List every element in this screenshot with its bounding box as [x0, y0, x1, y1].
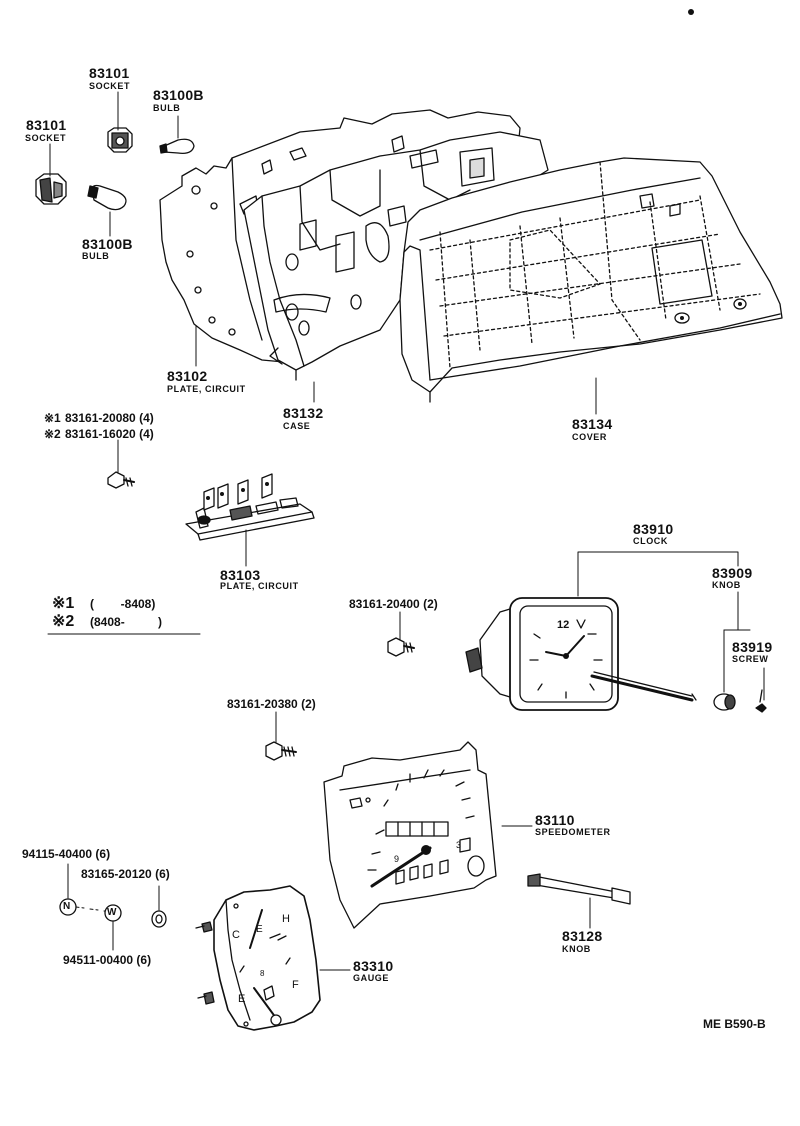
corner-dot [688, 9, 694, 15]
plate-circuit-main-number: 83102 [167, 368, 208, 384]
knob-speedo-name: KNOB [562, 944, 591, 954]
legend-row2-range: (8408- ) [90, 615, 163, 629]
screw-2-number: 83161-16020 (4) [65, 427, 154, 441]
plate-circuit-small-name: PLATE, CIRCUIT [220, 581, 299, 591]
washer-number: 94511-00400 (6) [63, 953, 152, 967]
screw-20380-number: 83161-20380 (2) [227, 697, 316, 711]
clock-knob-name: KNOB [712, 580, 741, 590]
nut-symbol-letter: N [63, 901, 71, 912]
cover-drawing [399, 157, 783, 403]
clock-knob-number: 83909 [712, 565, 753, 581]
clock-knob-drawing [713, 693, 736, 711]
bulb-left-number: 83100B [82, 236, 133, 252]
plate-circuit-small-number: 83103 [220, 567, 261, 583]
clock-name: CLOCK [633, 536, 668, 546]
legend-row2-mark: ※2 [52, 613, 75, 630]
bulb-top-drawing [159, 138, 195, 154]
legend-row1-range: ( -8408) [90, 597, 156, 611]
bulb-left-drawing [87, 184, 127, 211]
legend-row1-mark: ※1 [52, 595, 75, 612]
svg-text:3: 3 [456, 840, 461, 850]
gauge-number: 83310 [353, 958, 394, 974]
speedometer-number: 83110 [535, 812, 575, 828]
gauge-name: GAUGE [353, 973, 390, 983]
screw-20380-drawing [265, 741, 297, 761]
screw-2-mark: ※2 [44, 427, 61, 441]
cover-number: 83134 [572, 416, 613, 432]
clock-screw-number: 83919 [732, 639, 773, 655]
clock-screw-name: SCREW [732, 654, 769, 664]
screw-20400-number: 83161-20400 (2) [349, 597, 438, 611]
svg-text:F: F [292, 979, 299, 991]
leader-lines [47, 91, 765, 971]
screw-1-mark: ※1 [44, 411, 61, 425]
bolt-20120-number: 83165-20120 (6) [81, 867, 170, 881]
plate-circuit-main-name: PLATE, CIRCUIT [167, 384, 246, 394]
speedometer-name: SPEEDOMETER [535, 827, 611, 837]
socket-top-name: SOCKET [89, 81, 131, 91]
bulb-top-number: 83100B [153, 87, 204, 103]
socket-left-name: SOCKET [25, 133, 67, 143]
clock-screw-drawing [755, 689, 767, 713]
socket-top-number: 83101 [89, 65, 130, 81]
nut-number: 94115-40400 (6) [22, 847, 111, 861]
case-name: CASE [283, 421, 311, 431]
bolt-20120-symbol [151, 910, 167, 928]
svg-text:8: 8 [260, 969, 265, 978]
speedometer-drawing: 9 3 [323, 741, 497, 929]
drawing-code: ME B590-B [703, 1017, 766, 1031]
plate-circuit-small-drawing [185, 473, 315, 541]
screw-1-number: 83161-20080 (4) [65, 411, 154, 425]
svg-text:9: 9 [394, 854, 399, 864]
svg-text:12: 12 [557, 619, 569, 631]
socket-top-drawing [107, 127, 133, 153]
cover-name: COVER [572, 432, 608, 442]
clock-number: 83910 [633, 521, 674, 537]
svg-text:E: E [256, 924, 263, 935]
socket-left-number: 83101 [26, 117, 67, 133]
screw-small-drawing [107, 471, 135, 489]
bulb-top-name: BULB [153, 103, 181, 113]
gauge-drawing: C H E E F 8 [195, 885, 321, 1031]
socket-left-drawing [35, 173, 67, 205]
speedo-knob-drawing [527, 873, 631, 905]
clock-drawing: 12 [465, 597, 697, 711]
svg-text:H: H [282, 913, 290, 925]
svg-text:E: E [238, 993, 245, 1005]
case-number: 83132 [283, 405, 324, 421]
bulb-left-name: BULB [82, 251, 110, 261]
screw-20400-drawing [387, 637, 415, 657]
svg-text:C: C [232, 929, 240, 941]
knob-speedo-number: 83128 [562, 928, 603, 944]
washer-symbol-letter: W [107, 907, 117, 918]
